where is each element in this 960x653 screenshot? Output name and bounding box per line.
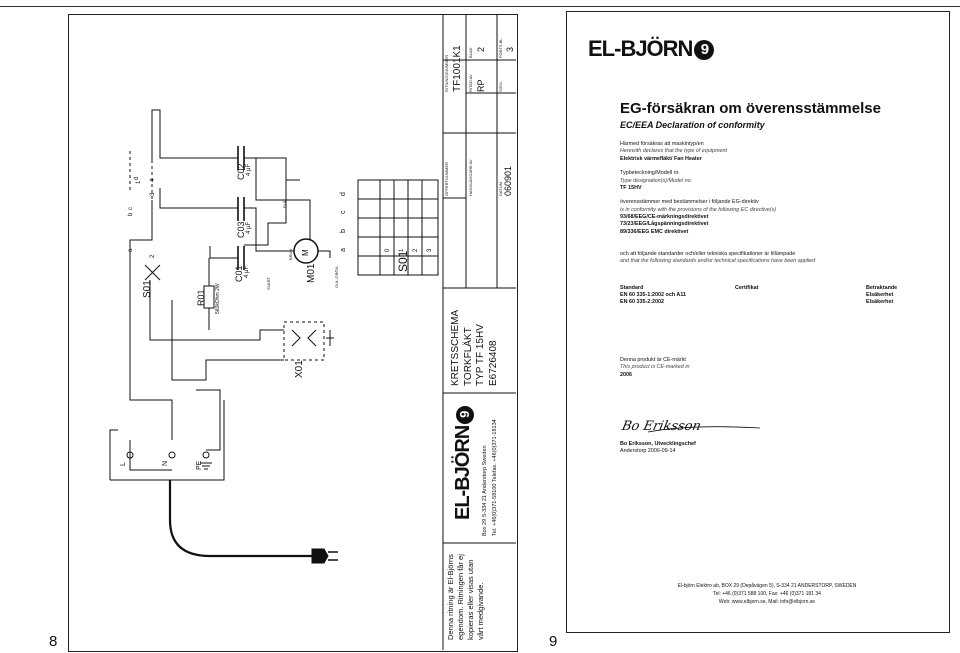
declaration-subtitle: EC/EEA Declaration of conformity xyxy=(620,120,765,130)
fortsbl-value: 3 xyxy=(505,46,515,52)
pin-4: 4 xyxy=(150,178,156,182)
std-row-1: EN 60 335-1:2002 och A11 xyxy=(620,292,687,298)
fortsbl-label: FORTS.BL xyxy=(498,38,503,59)
ritning-value: TF1001K1 xyxy=(452,45,463,92)
declaration-line: överensstämmer med bestämmelser i följan… xyxy=(620,199,759,206)
switch-table xyxy=(357,179,439,276)
declaration-line: och att följande standarder och/eller te… xyxy=(620,250,796,257)
declaration-line: Härmed försäkras att maskintyp/en xyxy=(620,141,704,147)
declaration-line: Herewith declares that the type of equip… xyxy=(620,148,727,155)
capacitor-c03 xyxy=(237,197,245,221)
declaration-line: Type designation(s)/Model no. xyxy=(620,177,693,184)
signer-name: Bo Eriksson, Utvecklingschef xyxy=(620,441,696,447)
terminal-pe-label: PE xyxy=(196,460,203,470)
ritad-label: RITAD AV xyxy=(468,74,473,92)
declaration-line: Typbeteckning/Modell nr. xyxy=(620,170,680,177)
r01-value: 560kOhm 2W xyxy=(215,283,221,314)
blad-value: 2 xyxy=(476,46,486,52)
m01-label: M01 xyxy=(306,263,317,283)
std-header-standard: Standard xyxy=(620,285,644,291)
declaration-line: 93/68/EEG/CE-märkningsdirektivet xyxy=(620,214,709,220)
terminal-l-label: L xyxy=(120,462,127,466)
footer-address: El-björn Elektro ab, BOX 29 (Depåvägen 5… xyxy=(677,583,857,589)
declaration-line: TF 15HV xyxy=(620,184,642,191)
power-cable xyxy=(168,480,312,558)
ritning-label: RITNINGSNUMMER xyxy=(444,54,449,92)
x01-label: X01 xyxy=(294,360,305,378)
wire-blue-label: BLÅ xyxy=(282,200,287,208)
std-header-cert: Certifikat xyxy=(735,285,759,291)
switch-row-b: b xyxy=(340,229,347,233)
terminal-pe xyxy=(202,451,210,459)
std-header-betr: Betraktande xyxy=(866,285,898,291)
signer-place: Anderstorp 2006-09-14 xyxy=(620,448,676,454)
pin-a: a xyxy=(128,248,134,252)
terminal-l xyxy=(126,451,134,459)
pin-3: 3 xyxy=(150,192,156,196)
declaration-line: 89/336/EEG EMC direktivet xyxy=(620,228,689,235)
declaration-title: EG-försäkran om överensstämmelse xyxy=(620,100,881,117)
title-block-logo: EL-BJÖRN9 xyxy=(452,405,475,520)
c02-value: 4 μF xyxy=(246,163,252,176)
switch-col-0: 0 xyxy=(385,248,391,252)
declaration-line: 73/23/EEG/Lågspänningsdirektivet xyxy=(620,221,709,228)
company-address: Box 29 S-334 21 Anderstorp Sweden Tel. +… xyxy=(482,419,498,536)
connector-x01 xyxy=(283,321,325,361)
c01-value: 4 μF xyxy=(244,265,250,278)
switch-col-3: 3 xyxy=(427,248,433,252)
ritad-value: RP xyxy=(476,79,486,92)
footer-web: Web: www.elbjorn.se, Mail: info@elbjorn.… xyxy=(718,599,816,605)
handlaggare-label: HANDLÄGGARE AV xyxy=(468,159,473,196)
declaration-line: Elektrisk värmefläkt/ Fan Heater xyxy=(620,155,702,162)
c02-label: C02 xyxy=(236,163,246,180)
ownership-notice: Denna ritning är El-Björns egendom. Ritn… xyxy=(446,554,485,640)
declaration-page xyxy=(566,11,950,633)
switch-col-2: 2 xyxy=(413,248,419,252)
page-number-right: 9 xyxy=(549,633,558,650)
pin-c: c xyxy=(128,207,134,210)
pin-1: 1 xyxy=(136,180,142,184)
ce-line-1: Denna produkt är CE-märkt xyxy=(620,357,686,363)
switch-table-label: S01 xyxy=(396,250,410,272)
declaration-line: is in conformity with the provisions of … xyxy=(620,206,777,213)
std-row-1-betr: Elsäkerhet xyxy=(866,292,894,298)
pin-b: b xyxy=(128,212,134,216)
terminal-n-label: N xyxy=(162,460,169,466)
c03-value: 4 μF xyxy=(246,221,252,234)
page-number-left: 8 xyxy=(49,633,58,650)
blad-label: BLAD xyxy=(468,47,473,58)
switch-row-d: d xyxy=(340,192,347,196)
std-row-2-betr: Elsäkerhet xyxy=(866,299,894,305)
switch-s01 xyxy=(151,109,161,160)
pin-2: 2 xyxy=(150,254,156,258)
wire-brown-label: BRUN xyxy=(288,248,293,260)
plug-icon xyxy=(311,548,329,564)
motor-symbol-label: M xyxy=(301,249,310,256)
switch-row-c: c xyxy=(340,210,347,215)
r01-label: R01 xyxy=(196,289,206,306)
wire-black-label: SVART xyxy=(266,277,271,290)
std-row-2: EN 60 335-2:2002 xyxy=(620,299,665,305)
offert-label: OFFERTNUMMER xyxy=(444,162,449,196)
schema-title: KRETSSCHEMA TORKFLÄKT TYP TF 15HV E67264… xyxy=(450,309,499,386)
declaration-line: and that the following standards and/or … xyxy=(620,257,816,264)
c01-label: C01 xyxy=(234,265,244,282)
terminal-n xyxy=(168,451,176,459)
s01-label: S01 xyxy=(142,280,153,298)
page-top-line xyxy=(0,6,960,7)
footer-phone: Tel: +46 (0)371 588 100, Fax: +46 (0)371… xyxy=(713,591,821,597)
c03-label: C03 xyxy=(236,221,246,238)
switch-row-a: a xyxy=(340,248,347,252)
wire-yellow-label: GUL-GRÖN xyxy=(334,266,339,288)
sign-label: SIGN. xyxy=(498,81,503,92)
pin-d: d xyxy=(134,176,140,180)
datum-value: 060901 xyxy=(503,165,513,196)
signature: Bo Eriksson xyxy=(620,419,703,434)
ce-line-2: This product is CE-marked in xyxy=(620,364,690,370)
ce-line-3: 2006 xyxy=(620,372,632,378)
